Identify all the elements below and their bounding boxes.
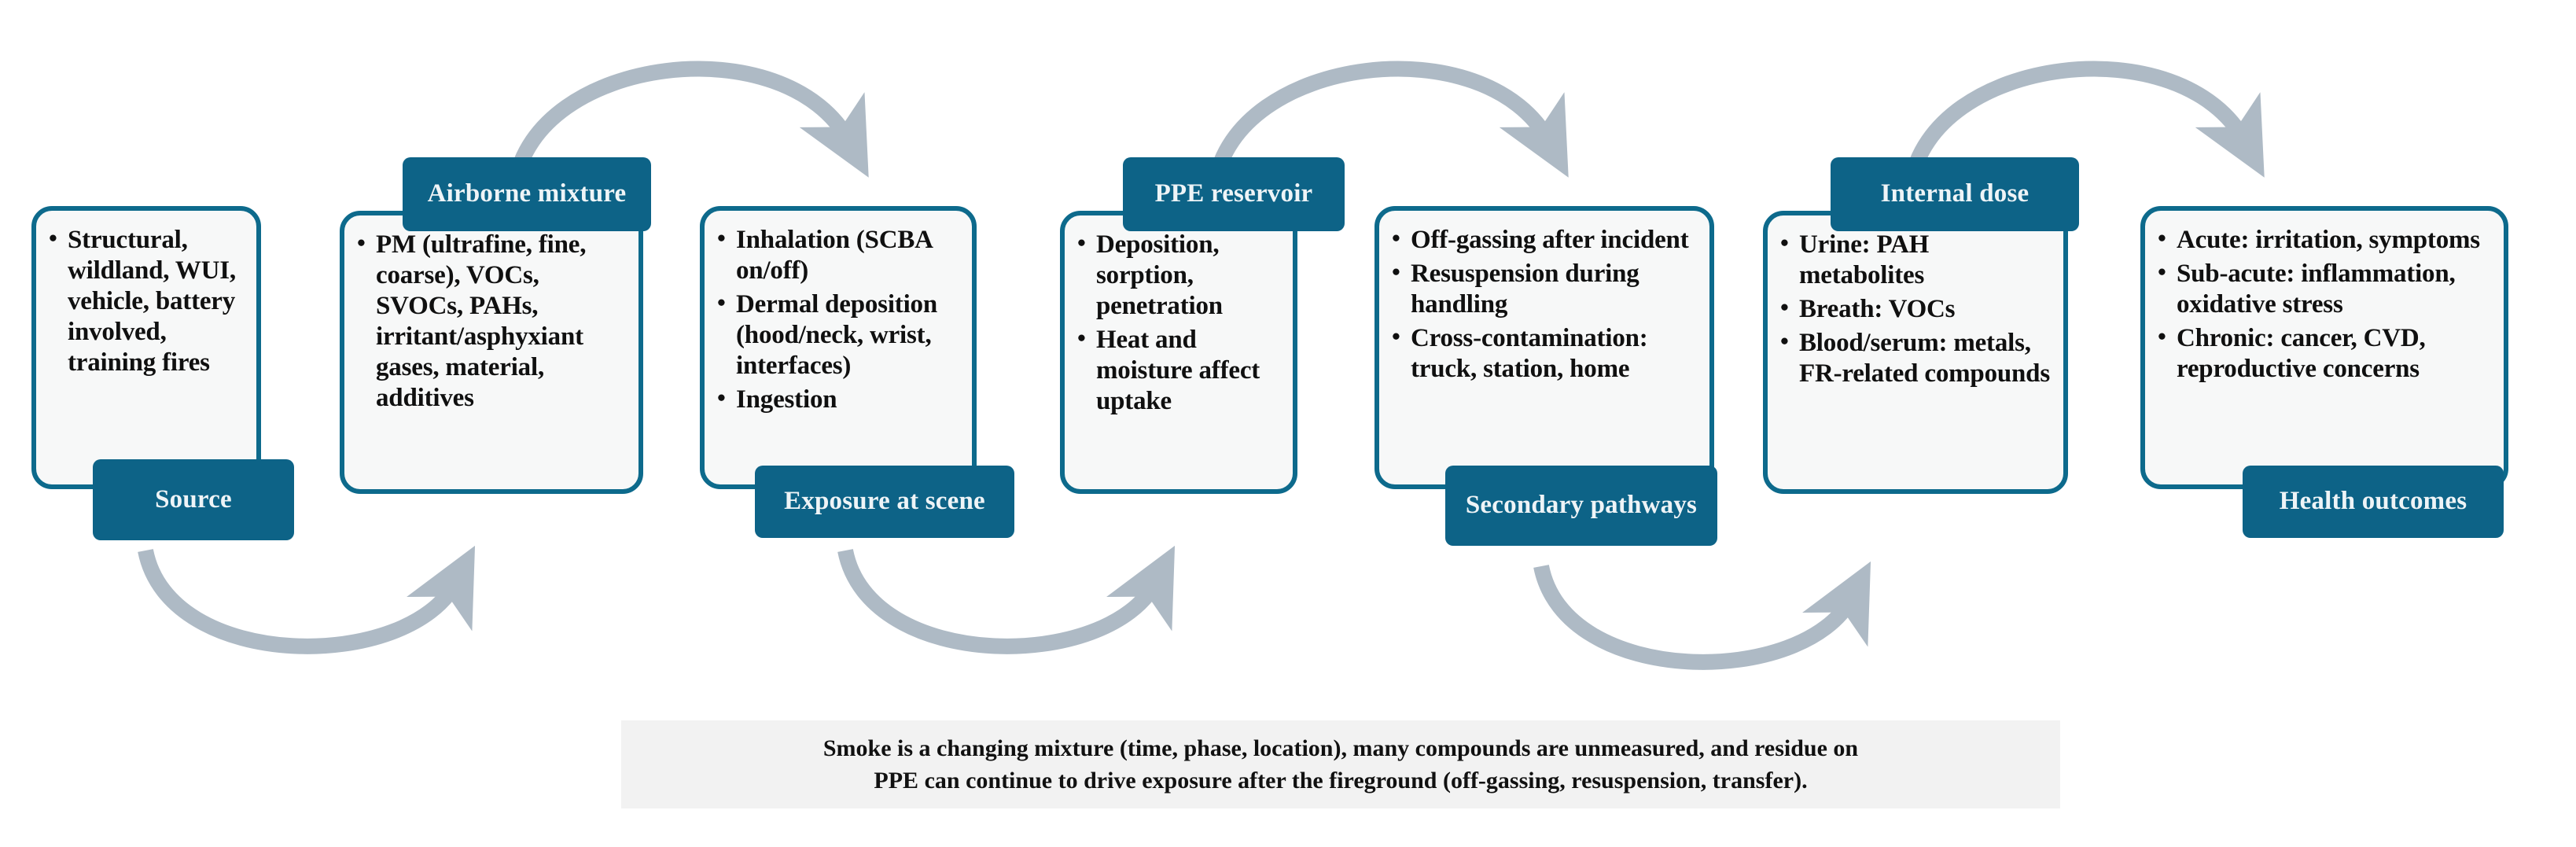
list-item: Acute: irritation, symptoms	[2156, 224, 2496, 256]
stage-card-exposure-at-scene[interactable]: Inhalation (SCBA on/off) Dermal depositi…	[700, 206, 977, 489]
list-item: Chronic: cancer, CVD, reproductive conce…	[2156, 322, 2496, 385]
stage-card-secondary-pathways[interactable]: Off-gassing after incident Resuspension …	[1374, 206, 1714, 489]
stage-label-text: Health outcomes	[2279, 487, 2467, 516]
arrow-secondary-to-internal	[1903, 61, 2265, 186]
arrow-source-to-airborne	[507, 61, 869, 186]
stage-label-source[interactable]: Source	[93, 459, 294, 540]
bullet-list: Deposition, sorption, penetration Heat a…	[1076, 229, 1285, 417]
stage-label-text: Internal dose	[1880, 179, 2030, 208]
stage-card-internal-dose[interactable]: Urine: PAH metabolites Breath: VOCs Bloo…	[1763, 211, 2068, 494]
caption-line-2: PPE can continue to drive exposure after…	[874, 768, 1808, 794]
caption-banner: Smoke is a changing mixture (time, phase…	[621, 720, 2060, 808]
stage-label-text: Exposure at scene	[784, 487, 985, 516]
bullet-list: Urine: PAH metabolites Breath: VOCs Bloo…	[1779, 229, 2055, 389]
list-item: Inhalation (SCBA on/off)	[716, 224, 964, 286]
stage-label-airborne-mixture[interactable]: Airborne mixture	[403, 157, 651, 231]
stage-card-airborne-mixture[interactable]: PM (ultrafine, fine, coarse), VOCs, SVOC…	[340, 211, 643, 494]
stage-card-health-outcomes[interactable]: Acute: irritation, symptoms Sub-acute: i…	[2140, 206, 2508, 489]
list-item: Heat and moisture affect uptake	[1076, 324, 1285, 417]
list-item: Structural, wildland, WUI, vehicle, batt…	[47, 224, 248, 378]
arrow-under-airborne-to-exposure	[837, 545, 1176, 654]
stage-label-exposure-at-scene[interactable]: Exposure at scene	[755, 466, 1014, 538]
bullet-list: Off-gassing after incident Resuspension …	[1390, 224, 1702, 385]
stage-card-ppe-reservoir[interactable]: Deposition, sorption, penetration Heat a…	[1060, 211, 1297, 494]
list-item: Urine: PAH metabolites	[1779, 229, 2055, 291]
stage-label-secondary-pathways[interactable]: Secondary pathways	[1445, 466, 1717, 546]
list-item: PM (ultrafine, fine, coarse), VOCs, SVOC…	[355, 229, 631, 414]
bullet-list: Structural, wildland, WUI, vehicle, batt…	[47, 224, 248, 378]
bullet-list: PM (ultrafine, fine, coarse), VOCs, SVOC…	[355, 229, 631, 414]
stage-label-text: Source	[155, 484, 232, 514]
stage-card-source[interactable]: Structural, wildland, WUI, vehicle, batt…	[31, 206, 261, 489]
list-item: Ingestion	[716, 384, 964, 415]
stage-label-text: Secondary pathways	[1465, 491, 1698, 520]
list-item: Dermal deposition (hood/neck, wrist, int…	[716, 289, 964, 381]
list-item: Sub-acute: inflammation, oxidative stres…	[2156, 258, 2496, 320]
arrow-under-ppe-to-secondary	[1533, 561, 1871, 670]
list-item: Resuspension during handling	[1390, 258, 1702, 320]
list-item: Cross-contamination: truck, station, hom…	[1390, 322, 1702, 385]
list-item: Blood/serum: metals, FR-related compound…	[1779, 327, 2055, 389]
stage-label-internal-dose[interactable]: Internal dose	[1831, 157, 2079, 231]
bullet-list: Acute: irritation, symptoms Sub-acute: i…	[2156, 224, 2496, 385]
stage-label-text: PPE reservoir	[1154, 179, 1313, 208]
stage-label-health-outcomes[interactable]: Health outcomes	[2243, 466, 2504, 538]
list-item: Deposition, sorption, penetration	[1076, 229, 1285, 322]
arrow-exposure-to-ppe	[1207, 61, 1569, 186]
list-item: Breath: VOCs	[1779, 293, 2055, 325]
bullet-list: Inhalation (SCBA on/off) Dermal depositi…	[716, 224, 964, 415]
list-item: Off-gassing after incident	[1390, 224, 1702, 256]
arrow-under-source-to-airborne	[138, 545, 476, 654]
stage-label-text: Airborne mixture	[427, 179, 627, 208]
caption-line-1: Smoke is a changing mixture (time, phase…	[822, 735, 1859, 761]
stage-label-ppe-reservoir[interactable]: PPE reservoir	[1123, 157, 1345, 231]
